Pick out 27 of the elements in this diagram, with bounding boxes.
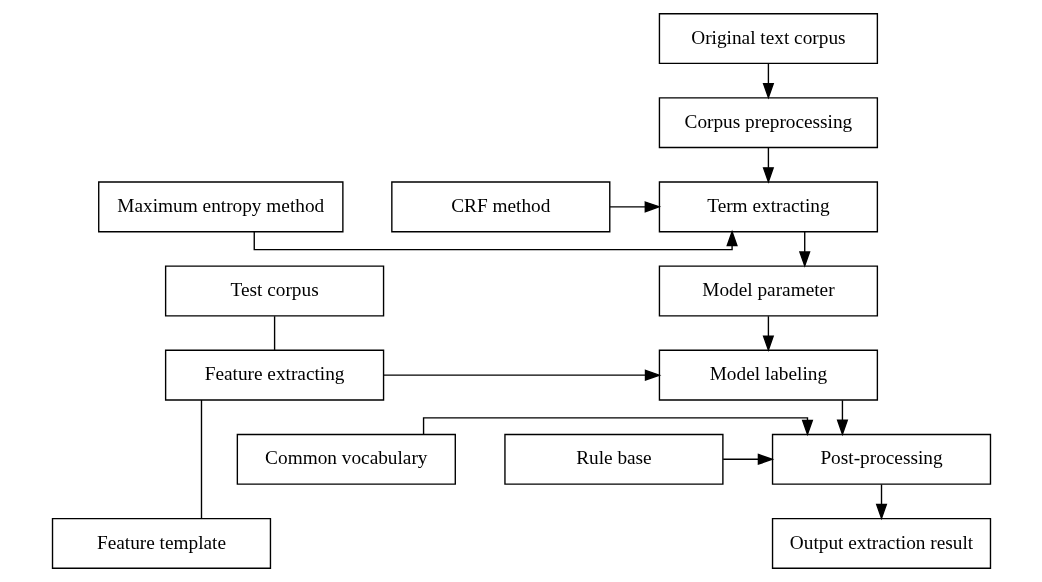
node-box: Common vocabulary xyxy=(236,433,456,485)
node-box: Test corpus xyxy=(164,265,384,317)
arrow xyxy=(798,231,811,268)
node-box: Feature extracting xyxy=(164,349,384,401)
node-box: Original text corpus xyxy=(658,13,878,65)
arrow xyxy=(875,483,887,521)
node-box: Model parameter xyxy=(658,265,878,317)
node-box: CRF method xyxy=(390,181,610,233)
node-box: Rule base xyxy=(503,433,724,485)
arrow xyxy=(382,369,661,381)
arrow xyxy=(253,229,738,251)
node-box: Term extracting xyxy=(658,181,878,233)
node-box: Output extraction result xyxy=(771,517,991,569)
node-box: Post-processing xyxy=(771,433,991,485)
arrow xyxy=(608,201,661,213)
connector xyxy=(200,399,202,520)
node-box: Maximum entropy method xyxy=(97,181,344,233)
arrow xyxy=(762,63,774,100)
node-box: Feature template xyxy=(51,517,271,569)
arrow xyxy=(762,315,774,352)
node-box: Model labeling xyxy=(658,349,878,401)
arrow xyxy=(721,453,774,466)
arrow xyxy=(762,147,774,184)
connector xyxy=(273,315,275,351)
arrow xyxy=(422,417,813,437)
node-box: Corpus preprocessing xyxy=(658,97,878,149)
arrow xyxy=(836,399,848,437)
